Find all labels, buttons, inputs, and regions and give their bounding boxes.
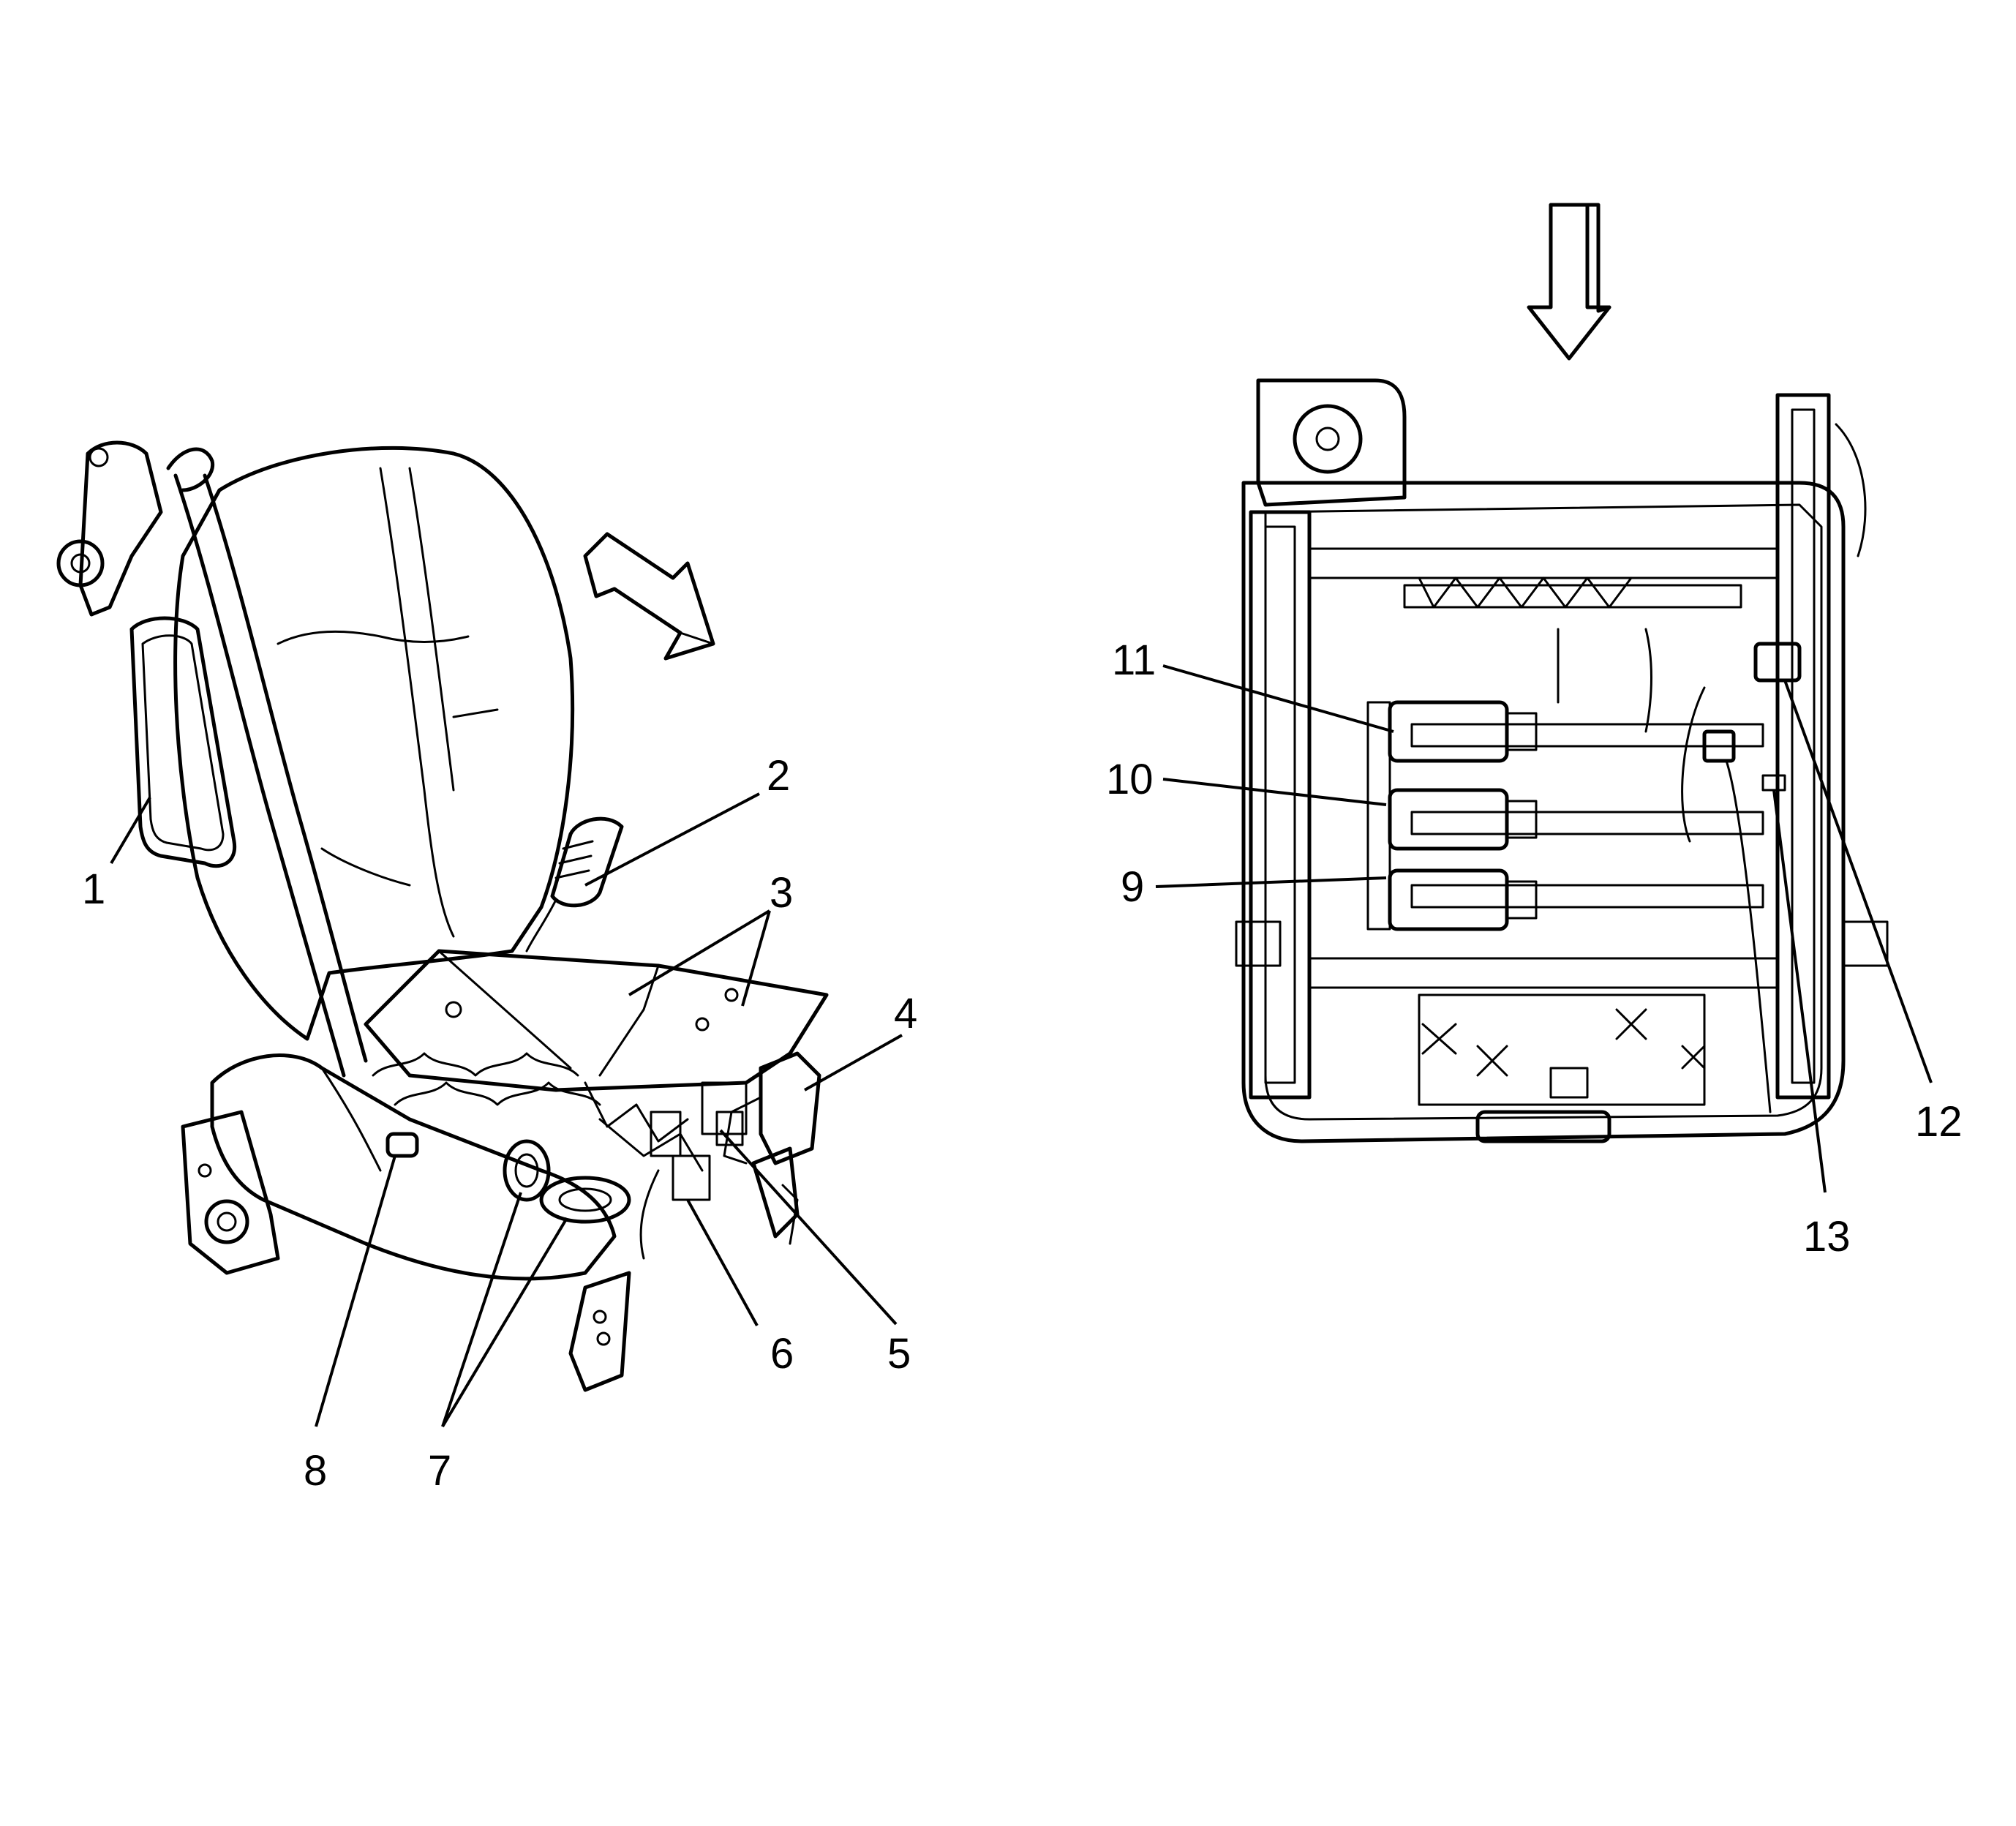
seat-track-left: [1235, 378, 1407, 1100]
callout-5: 5: [887, 1330, 911, 1378]
callout-leaders: [110, 664, 1933, 1428]
leader-10: [1162, 778, 1387, 806]
callout-6: 6: [770, 1330, 794, 1378]
callout-12: 12: [1915, 1098, 1963, 1146]
leader-1: [110, 796, 151, 865]
callout-7: 7: [428, 1447, 451, 1495]
seat-cushion-pan: [364, 949, 829, 1092]
callout-13: 13: [1803, 1213, 1851, 1260]
seat-harness-connectors: [639, 1111, 744, 1260]
callout-11: 11: [1112, 636, 1156, 684]
leader-9: [1155, 876, 1387, 888]
leader-8: [315, 1155, 396, 1427]
callout-labels: 1 2 3 4 5 6 7 8 9 10 11 12 13: [82, 636, 1963, 1495]
seat-belt-buckle: [525, 816, 624, 953]
seat-belt-retractor: [56, 440, 215, 617]
leader-7a: [441, 1192, 522, 1427]
leader-3a: [628, 909, 771, 996]
lumbar-switch: [385, 1132, 419, 1158]
callout-3: 3: [770, 869, 793, 917]
seat-switch-bezel: [503, 1139, 631, 1224]
leader-13: [1772, 789, 1827, 1193]
seat-lower-pan: [1418, 993, 1706, 1143]
seat-springs-mechanism: [372, 1052, 748, 1172]
seat-module-connectors: [1681, 642, 1802, 1113]
seat-track-right: [1775, 393, 1889, 1100]
callout-9: 9: [1121, 863, 1144, 911]
seat-side-shield: [210, 1053, 617, 1281]
seat-bottom-frame: [1241, 481, 1846, 1143]
seat-belt-webbing: [173, 473, 346, 1078]
seat-adjuster-motors: [1366, 700, 1538, 931]
leader-11: [1162, 664, 1394, 733]
seat-cross-tubes: [1308, 547, 1779, 989]
leader-6: [686, 1199, 759, 1326]
callout-10: 10: [1106, 756, 1154, 803]
leader-2: [584, 792, 760, 887]
callout-8: 8: [304, 1447, 327, 1495]
seat-back-outline: [173, 446, 575, 1041]
seat-bottom-illustration: [1235, 203, 1889, 1143]
leader-7b: [441, 1217, 568, 1428]
callout-2: 2: [767, 752, 790, 800]
leader-4: [804, 1034, 903, 1092]
seat-riser-front: [568, 1146, 800, 1392]
seat-riser-rear: [181, 1110, 280, 1275]
side-airbag-module: [129, 616, 237, 868]
callout-1: 1: [82, 865, 105, 913]
callout-4: 4: [894, 990, 917, 1037]
view-direction-arrow-icon: [583, 532, 715, 661]
leader-12: [1783, 680, 1933, 1083]
seat-assembly-illustration: [56, 440, 829, 1392]
leader-3b: [741, 910, 771, 1007]
leader-5: [719, 1129, 898, 1326]
down-arrow-icon: [1527, 203, 1611, 361]
